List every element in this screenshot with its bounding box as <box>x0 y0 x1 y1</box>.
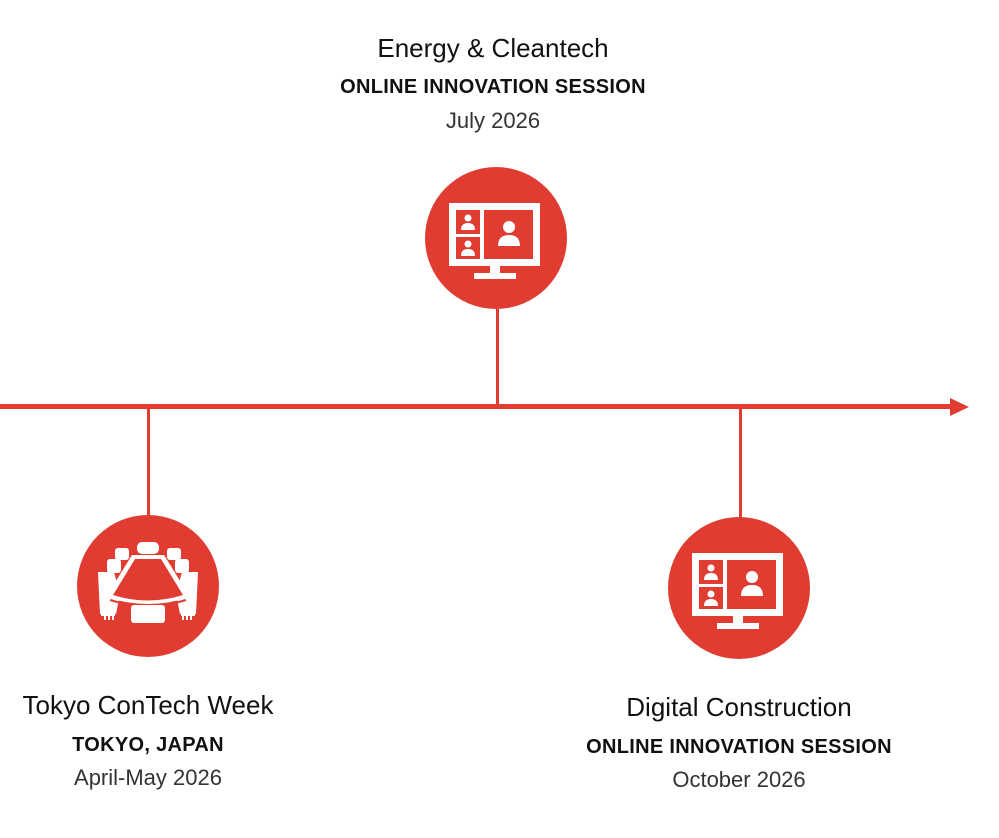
connector-digital <box>739 407 742 518</box>
event-title: Tokyo ConTech Week <box>22 690 274 720</box>
connector-energy <box>496 309 499 407</box>
event-subtitle: ONLINE INNOVATION SESSION <box>340 76 646 98</box>
connector-tokyo <box>147 407 150 516</box>
event-date: July 2026 <box>445 108 541 133</box>
event-subtitle: ONLINE INNOVATION SESSION <box>586 736 892 758</box>
event-title: Energy & Cleantech <box>377 33 609 63</box>
timeline-axis <box>0 404 952 409</box>
event-title: Digital Construction <box>626 692 852 722</box>
event-date: April-May 2026 <box>74 765 222 790</box>
event-date: October 2026 <box>672 767 806 792</box>
video-conference-monitor-icon <box>425 167 567 309</box>
event-subtitle: TOKYO, JAPAN <box>72 734 224 756</box>
timeline-arrowhead <box>950 398 969 416</box>
video-conference-monitor-icon <box>668 517 810 659</box>
conference-table-icon <box>77 515 219 657</box>
